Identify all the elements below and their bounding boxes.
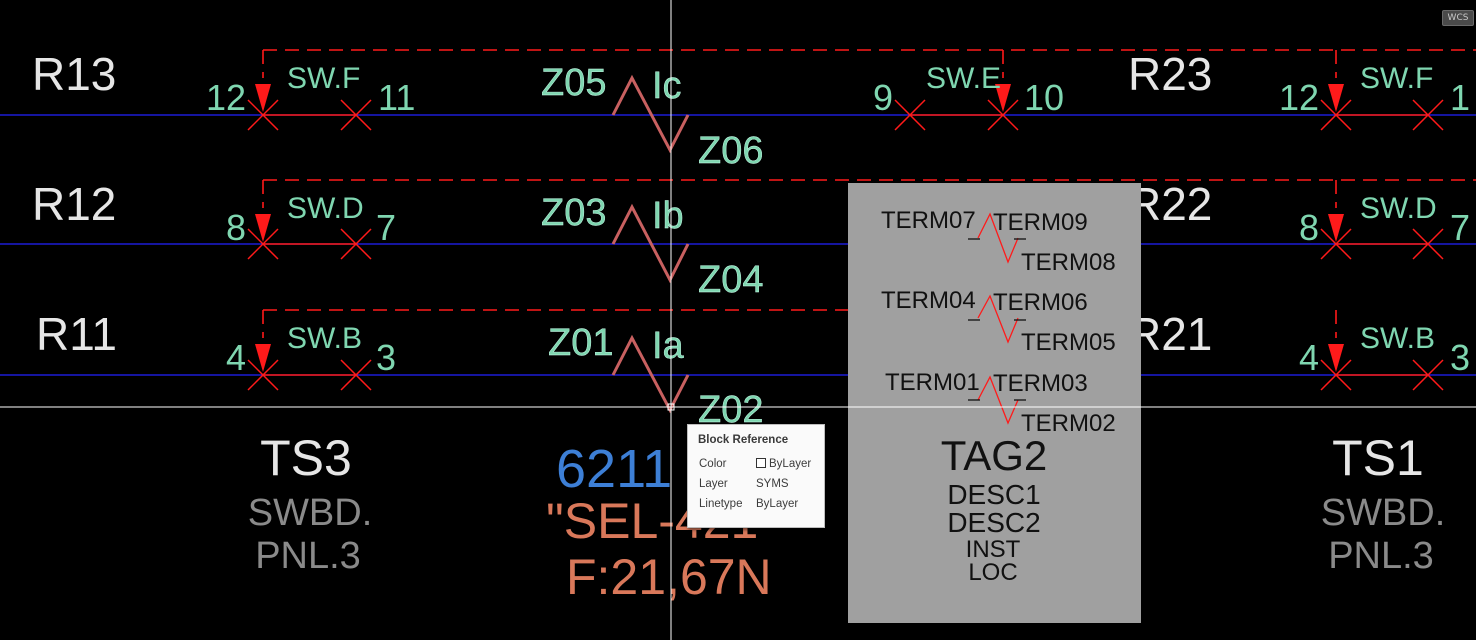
tooltip-layer-value: SYMS bbox=[756, 478, 789, 490]
right-switchboard: R23 R22 R21 SW.E 9 10 SW.F SW.D SW.B 12 … bbox=[873, 48, 1470, 577]
block-terminal-label: TERM02 bbox=[1021, 410, 1116, 437]
terminal-number: 3 bbox=[376, 337, 396, 378]
dashed-links bbox=[262, 49, 1476, 338]
arrow-down-icon bbox=[995, 84, 1011, 112]
arrow-down-icon bbox=[255, 344, 271, 372]
terminal-number: 12 bbox=[1279, 77, 1319, 118]
block-terminal-label: TERM09 bbox=[993, 209, 1088, 236]
arrow-down-icon bbox=[255, 214, 271, 242]
device-function: F:21,67N bbox=[566, 549, 772, 605]
switchboard-desc: SWBD. bbox=[248, 492, 373, 534]
tooltip-color-label: Color bbox=[699, 458, 727, 470]
arrow-down-icon bbox=[1328, 84, 1344, 112]
terminal-number: 8 bbox=[1299, 207, 1319, 248]
relay-device: 6211 "SEL-421 F:21,67N bbox=[546, 439, 772, 605]
block-preview: TERM07 TERM09 TERM08 TERM04 TERM06 TERM0… bbox=[881, 207, 1116, 586]
zone-label: Z05 bbox=[541, 62, 606, 104]
row-label: R13 bbox=[32, 48, 116, 100]
phase-label: Ib bbox=[652, 195, 684, 237]
terminal-number: 4 bbox=[226, 337, 246, 378]
bus-lines bbox=[0, 114, 1476, 376]
block-terminal-label: TERM05 bbox=[1021, 329, 1116, 356]
block-desc1: DESC1 bbox=[947, 479, 1040, 510]
tooltip-title: Block Reference bbox=[698, 434, 789, 446]
terminal-number: 4 bbox=[1299, 337, 1319, 378]
block-terminal-label: TERM06 bbox=[993, 289, 1088, 316]
block-terminal-label: TERM03 bbox=[993, 370, 1088, 397]
block-terminal-label: TERM01 bbox=[885, 369, 980, 396]
color-swatch-icon bbox=[756, 458, 766, 468]
terminal-number: 7 bbox=[376, 207, 396, 248]
phase-label: Ia bbox=[652, 325, 685, 367]
terminal-number: 3 bbox=[1450, 337, 1470, 378]
terminal-strip-tag: TS1 bbox=[1332, 430, 1424, 486]
row-label: R12 bbox=[32, 178, 116, 230]
block-desc2: DESC2 bbox=[947, 507, 1040, 538]
arrow-down-icon bbox=[255, 84, 271, 112]
terminal-strip-tag: TS3 bbox=[260, 430, 352, 486]
terminal-number: 9 bbox=[873, 77, 893, 118]
terminal-number: 8 bbox=[226, 207, 246, 248]
zone-zigzags bbox=[611, 74, 690, 414]
row-label: R22 bbox=[1128, 178, 1212, 230]
tooltip-layer-label: Layer bbox=[699, 478, 728, 490]
wcs-badge[interactable]: WCS bbox=[1442, 10, 1474, 26]
zone-label: Z06 bbox=[698, 130, 763, 172]
switch-label: SW.D bbox=[287, 192, 364, 225]
terminal-number: 11 bbox=[378, 77, 415, 118]
switch-label: SW.B bbox=[1360, 322, 1435, 355]
arrow-down-icon bbox=[1328, 344, 1344, 372]
row-label: R11 bbox=[36, 308, 117, 360]
switch-label: SW.D bbox=[1360, 192, 1437, 225]
block-terminal-label: TERM04 bbox=[881, 287, 976, 314]
block-terminal-label: TERM07 bbox=[881, 207, 976, 234]
block-preview-background bbox=[848, 183, 1141, 623]
switchboard-desc: PNL.3 bbox=[1328, 535, 1434, 577]
terminal-number: 1 bbox=[1450, 77, 1470, 118]
block-terminal-label: TERM08 bbox=[1021, 249, 1116, 276]
device-number: 6211 bbox=[556, 439, 672, 499]
row-label: R23 bbox=[1128, 48, 1212, 100]
phase-label: Ic bbox=[652, 65, 682, 107]
tooltip-linetype-value: ByLayer bbox=[756, 498, 799, 510]
left-switchboard: R13 R12 R11 SW.F SW.D SW.B 12 11 8 7 4 3… bbox=[32, 48, 415, 577]
zone-label: Z01 bbox=[548, 322, 613, 364]
terminal-number: 12 bbox=[206, 77, 246, 118]
block-tag: TAG2 bbox=[941, 432, 1048, 479]
zone-label: Z03 bbox=[541, 192, 606, 234]
terminal-number: 7 bbox=[1450, 207, 1470, 248]
center-zones: Z05 Ic Z06 Z03 Ib Z04 Z01 Ia Z02 bbox=[541, 62, 764, 431]
pickbox-icon bbox=[667, 403, 675, 411]
tooltip-linetype-label: Linetype bbox=[699, 498, 743, 510]
switch-symbols bbox=[247, 99, 1444, 391]
arrow-down-icon bbox=[1328, 214, 1344, 242]
row-label: R21 bbox=[1128, 308, 1212, 360]
zone-label: Z04 bbox=[698, 259, 763, 301]
switch-label: SW.F bbox=[1360, 62, 1433, 95]
switch-label: SW.F bbox=[287, 62, 360, 95]
tooltip-color-text: ByLayer bbox=[769, 458, 812, 470]
switch-arrow-icons bbox=[255, 84, 1344, 372]
switch-label: SW.E bbox=[926, 62, 1001, 95]
block-reference-tooltip: Block Reference Color ByLayer Layer SYMS… bbox=[687, 424, 825, 528]
terminal-number: 10 bbox=[1024, 77, 1064, 118]
tooltip-color-value: ByLayer bbox=[756, 458, 811, 470]
block-inst: INST bbox=[966, 536, 1021, 563]
switch-label: SW.B bbox=[287, 322, 362, 355]
switchboard-desc: PNL.3 bbox=[255, 535, 361, 577]
switchboard-desc: SWBD. bbox=[1321, 492, 1446, 534]
block-loc: LOC bbox=[968, 559, 1017, 586]
